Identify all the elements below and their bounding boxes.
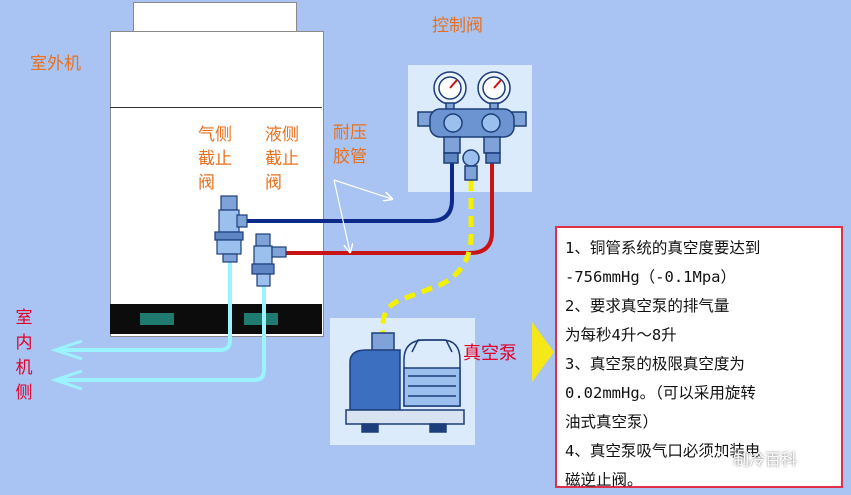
hose-label: 耐压 胶管 [333,123,367,167]
note-line: 0.02mmHg。（可以采用旋转 [565,384,756,402]
high-pressure-hose [284,162,494,255]
note-line: 1、铜管系统的真空度要达到 [565,239,761,257]
vacuum-hose [380,180,474,338]
hose-pointer-1 [333,179,392,199]
watermark: 制冷百科 [709,446,797,470]
vacuum-pump [345,332,465,433]
note-line: 为每秒4升～8升 [565,326,677,344]
outdoor-unit-label: 室外机 [30,54,81,74]
note-line: 3、真空泵的极限真空度为 [565,355,745,373]
control-valve-label: 控制阀 [432,16,483,36]
wechat-icon [709,451,729,467]
liquid-service-valve [251,233,287,287]
note-line: 磁逆止阀。 [565,471,643,489]
note-line: -756mmHg（-0.1Mpa） [565,268,736,286]
indoor-side-label: 室 内 机 侧 [15,308,33,403]
indoor-gas-pipe [60,262,232,352]
indoor-arrow-upper [50,339,83,361]
vacuum-pump-label: 真空泵 [463,343,517,364]
requirements-note-box: 1、铜管系统的真空度要达到 -756mmHg（-0.1Mpa） 2、要求真空泵的… [555,226,843,489]
gas-service-valve [214,195,248,263]
vent-left [140,313,174,325]
note-line: 4、真空泵吸气口必须加装电 [565,442,761,460]
liquid-valve-label: 液侧 截止 阀 [265,125,299,193]
gas-valve-label: 气侧 截止 阀 [198,125,232,193]
low-pressure-hose [244,162,454,223]
indoor-arrow-lower [50,369,83,391]
vent-right [244,313,278,325]
outdoor-unit-divider [110,107,322,108]
manifold-gauge-set [417,71,527,181]
outdoor-unit-base [110,304,322,334]
outdoor-unit-body [110,31,324,337]
watermark-text: 制冷百科 [733,450,798,469]
indoor-liquid-pipe [60,285,266,382]
outdoor-unit-top-cover [133,2,297,34]
note-line: 2、要求真空泵的排气量 [565,297,730,315]
hose-pointer-2 [333,179,350,252]
note-pointer-arrow [532,322,554,382]
note-line: 油式真空泵） [565,413,659,431]
